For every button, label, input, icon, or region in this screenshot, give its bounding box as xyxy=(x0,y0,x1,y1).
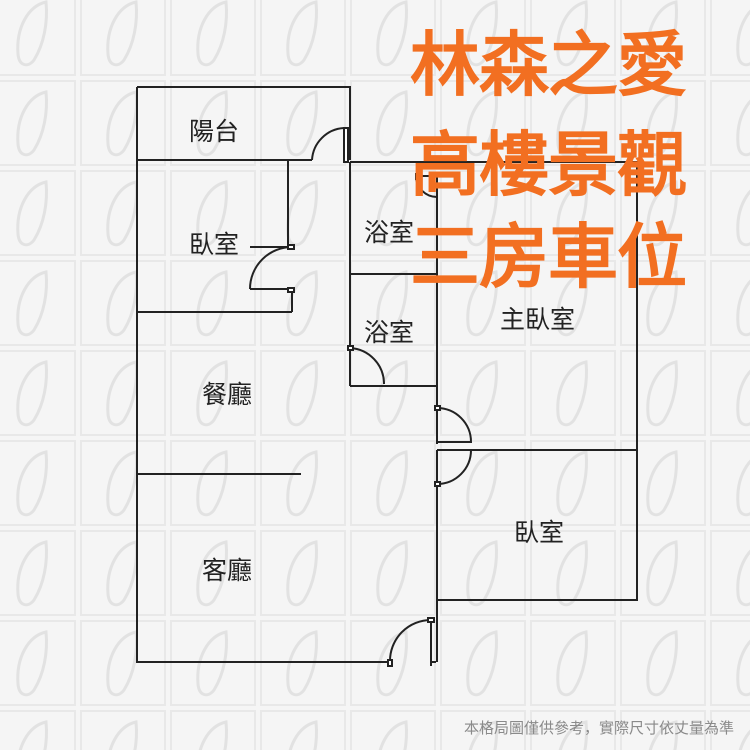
room-label-bedroom-right: 臥室 xyxy=(514,518,565,547)
room-label-balcony: 陽台 xyxy=(189,117,240,146)
title-line-3: 三房車位 xyxy=(410,216,687,298)
room-label-dining: 餐廳 xyxy=(202,380,253,409)
outer-wall xyxy=(350,161,638,450)
door-bedroom-right xyxy=(436,449,473,485)
disclaimer-footnote: 本格局圖僅供參考，實際尺寸依丈量為準 xyxy=(463,719,734,737)
door-entrance xyxy=(388,619,432,666)
door-bedroom-left xyxy=(249,246,293,290)
room-label-bedroom-left: 臥室 xyxy=(189,230,240,259)
room-label-master-bedroom: 主臥室 xyxy=(500,305,576,334)
outer-wall xyxy=(437,449,638,601)
door-balcony xyxy=(311,127,345,162)
room-label-bath-lower: 浴室 xyxy=(364,318,415,347)
room-label-bath-upper: 浴室 xyxy=(364,218,415,247)
door-bath-lower xyxy=(349,347,386,386)
outer-wall xyxy=(137,86,351,160)
outer-wall xyxy=(136,87,390,663)
door-master-bedroom xyxy=(436,407,473,444)
title-line-2: 高樓景觀 xyxy=(410,124,687,206)
title-line-1: 林森之愛 xyxy=(410,24,687,106)
room-label-living: 客廳 xyxy=(202,556,253,585)
